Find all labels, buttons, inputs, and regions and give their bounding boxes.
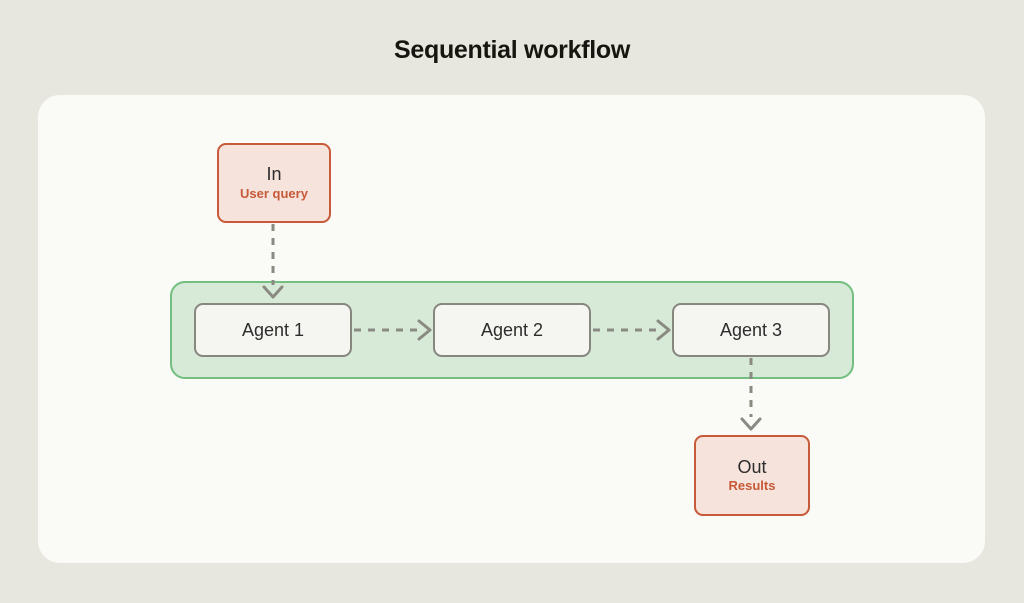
node-output[interactable]: Out Results <box>694 435 810 516</box>
node-agent-2[interactable]: Agent 2 <box>433 303 591 357</box>
node-output-title: Out <box>737 456 767 477</box>
node-agent-3[interactable]: Agent 3 <box>672 303 830 357</box>
diagram-card: In User query Out Results Agent 1 Agent … <box>38 95 985 563</box>
node-agent-1[interactable]: Agent 1 <box>194 303 352 357</box>
edge-agent-1-to-agent-2 <box>354 319 432 341</box>
edge-agent-2-to-agent-3 <box>593 319 671 341</box>
node-output-subtitle: Results <box>728 478 776 494</box>
node-input-title: In <box>266 164 282 185</box>
edge-input-to-agent-1 <box>262 224 284 299</box>
page-title: Sequential workflow <box>394 36 630 64</box>
edge-agent-3-to-output <box>740 358 762 431</box>
node-input-subtitle: User query <box>240 185 308 201</box>
sequential-workflow-diagram: In User query Out Results Agent 1 Agent … <box>38 95 985 563</box>
node-input[interactable]: In User query <box>217 143 331 223</box>
